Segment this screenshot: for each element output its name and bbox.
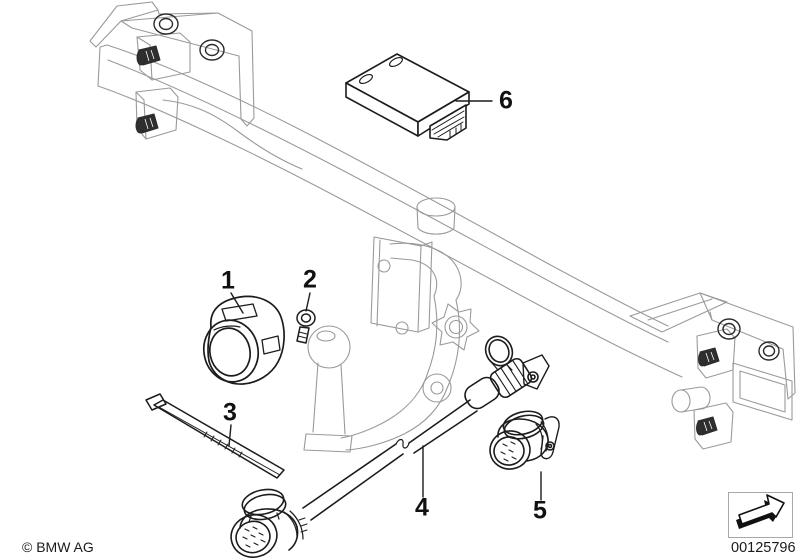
carrier-crossbar bbox=[89, 1, 796, 453]
document-number: 00125796 bbox=[731, 540, 796, 556]
part-wiring-harness bbox=[230, 335, 550, 558]
part-cable-strap bbox=[145, 393, 285, 479]
callout-label-4: 4 bbox=[415, 493, 429, 522]
callout-label-2: 2 bbox=[303, 265, 317, 294]
callout-label-5: 5 bbox=[533, 496, 547, 525]
copyright-text: © BMW AG bbox=[22, 539, 94, 555]
buffer-studs bbox=[135, 45, 720, 436]
part-hex-bolt bbox=[296, 309, 316, 344]
callout-label-1: 1 bbox=[221, 266, 235, 295]
harness-coupling-end bbox=[464, 335, 550, 410]
part-socket-connector bbox=[489, 410, 560, 470]
part-socket-housing bbox=[202, 295, 285, 385]
nav-arrow-box[interactable] bbox=[728, 492, 793, 538]
callout-label-6: 6 bbox=[499, 86, 513, 115]
bracket-bolts bbox=[153, 13, 780, 361]
callout-label-3: 3 bbox=[223, 398, 237, 427]
callout-leader-lines bbox=[228, 100, 542, 501]
harness-plug-13pin bbox=[230, 488, 308, 558]
arrow-up-right-icon bbox=[736, 494, 785, 529]
part-control-module bbox=[345, 53, 470, 141]
